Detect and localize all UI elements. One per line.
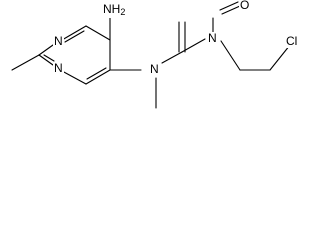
bond-namide-carbonyl <box>161 51 183 64</box>
bond-c6-c5-inner <box>86 67 107 80</box>
atom-n-nitroso: N <box>207 31 219 45</box>
bond-c2-methyl <box>11 54 40 71</box>
bond-c2-n1 <box>38 54 54 66</box>
atom-nh2: NH2 <box>103 2 127 18</box>
bond-c2-n1-inner <box>43 54 55 62</box>
pyrimidine-ring <box>38 25 111 85</box>
bond-c4-n3-inner <box>64 30 85 43</box>
bond-c4-c5-close <box>85 25 111 41</box>
atom-n-ring-top: N <box>53 34 64 48</box>
atom-o-nitroso: O <box>239 0 251 13</box>
atom-n-ring-top-label: N <box>54 34 63 48</box>
atom-n-amide-label: N <box>150 62 159 76</box>
atom-cl-label: Cl <box>286 34 297 48</box>
atom-nh2-subscript: 2 <box>120 7 125 17</box>
atom-nh2-label: NH2 <box>103 2 125 17</box>
atom-n-amide: N <box>149 62 160 76</box>
atom-n-nitroso-label: N <box>208 31 217 45</box>
atom-n-ring-bottom-label: N <box>54 61 63 75</box>
bond-n-o <box>219 1 239 11</box>
bond-n-o-2 <box>221 5 241 15</box>
atom-n-ring-bottom: N <box>53 61 64 75</box>
atom-cl: Cl <box>285 34 303 48</box>
atom-o-nitroso-label: O <box>240 0 249 12</box>
bond-c6-c5 <box>85 69 111 85</box>
bond-n1-c6 <box>61 70 87 85</box>
bond-ch2-cl <box>269 44 291 71</box>
bond-carbonyl-nnitroso <box>181 38 206 53</box>
bond-n3-c2 <box>38 44 54 56</box>
bond-n-ch2 <box>220 40 241 71</box>
atom-nh2-main: NH <box>103 2 120 16</box>
bond-c4-n3 <box>61 25 87 41</box>
chemical-structure: N N NH2 N N O Cl <box>11 0 303 109</box>
